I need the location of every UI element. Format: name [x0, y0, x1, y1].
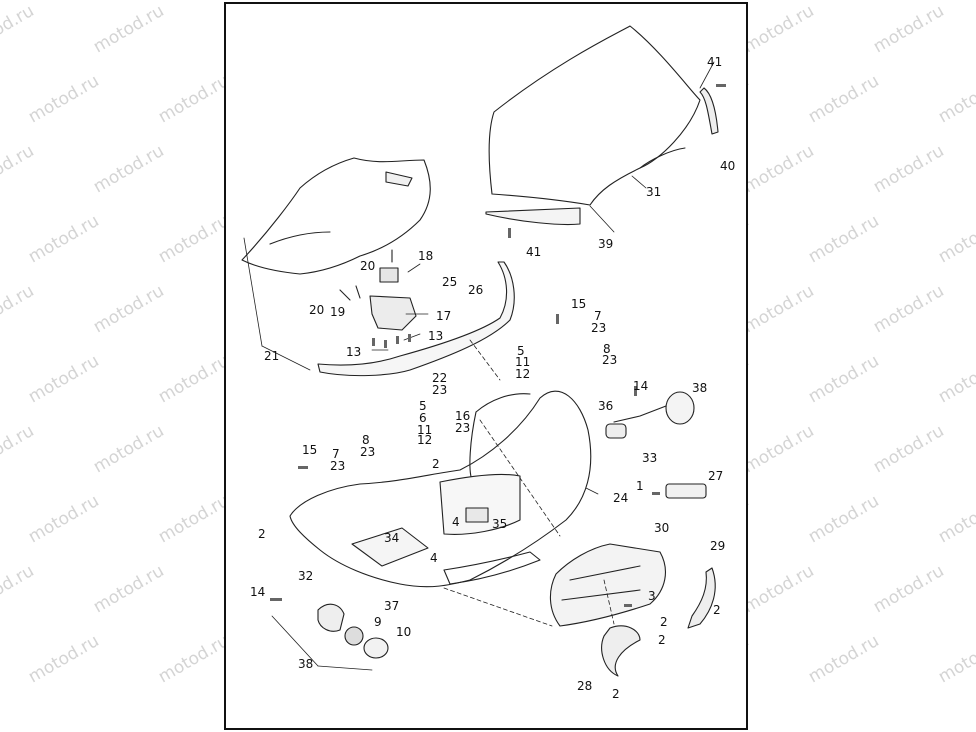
- part-number-callout: 12: [417, 433, 433, 447]
- part-number-callout: 16: [455, 409, 471, 423]
- part-number-callout: 38: [692, 381, 708, 395]
- part-number-callout: 2: [432, 457, 440, 471]
- part-number-callout: 26: [468, 283, 484, 297]
- part-number-callout: 30: [654, 521, 670, 535]
- part-number-callout: 4: [452, 515, 460, 529]
- part-number-callout: 13: [346, 345, 362, 359]
- part-number-callout: 33: [642, 451, 658, 465]
- part-number-callout: 2: [658, 633, 666, 647]
- windshield-part: [488, 25, 701, 206]
- part-number-callout: 9: [374, 615, 382, 629]
- part-number-callout: 2: [258, 527, 266, 541]
- part-number-callout: 14: [250, 585, 266, 599]
- side-bracket-29: [687, 567, 716, 629]
- part-number-callout: 35: [492, 517, 508, 531]
- side-bracket-28: [601, 625, 641, 677]
- part-number-callout: 17: [436, 309, 452, 323]
- part-number-callout: 8: [603, 342, 611, 356]
- upper-fairing-part: [241, 157, 431, 275]
- part-number-callout: 20: [360, 259, 376, 273]
- turn-signal-38-left: [317, 603, 345, 632]
- part-number-callout: 12: [515, 367, 531, 381]
- part-number-callout: 31: [646, 185, 662, 199]
- part-number-callout: 11: [515, 355, 531, 369]
- part-number-callout: 41: [526, 245, 542, 259]
- part-number-callout: 7: [332, 447, 340, 461]
- part-number-callout: 25: [442, 275, 458, 289]
- mount-bracket-part: [369, 295, 417, 331]
- part-number-callout: 37: [384, 599, 400, 613]
- part-number-callout: 5: [517, 344, 525, 358]
- part-number-callout: 1: [636, 479, 644, 493]
- lower-fairing-part: [289, 390, 592, 588]
- part-number-callout: 21: [264, 349, 280, 363]
- part-number-callout: 6: [419, 411, 427, 425]
- diagram-frame: [224, 2, 748, 730]
- part-number-callout: 41: [707, 55, 723, 69]
- part-number-callout: 4: [430, 551, 438, 565]
- headlamp-panel-part: [549, 543, 666, 627]
- windshield-trim-strip: [485, 207, 581, 226]
- part-number-callout: 20: [309, 303, 325, 317]
- part-number-callout: 14: [633, 379, 649, 393]
- part-number-callout: 39: [598, 237, 614, 251]
- turn-signal-38-right: [665, 391, 695, 425]
- part-number-callout: 23: [591, 321, 607, 335]
- part-number-callout: 15: [571, 297, 587, 311]
- part-number-callout: 24: [613, 491, 629, 505]
- part-number-callout: 23: [330, 459, 346, 473]
- part-number-callout: 2: [713, 603, 721, 617]
- part-number-callout: 23: [432, 383, 448, 397]
- inner-trim-part: [317, 261, 515, 377]
- part-number-callout: 2: [660, 615, 668, 629]
- part-number-callout: 23: [360, 445, 376, 459]
- part-number-callout: 11: [417, 423, 433, 437]
- part-number-callout: 36: [598, 399, 614, 413]
- part-number-callout: 29: [710, 539, 726, 553]
- part-number-callout: 13: [428, 329, 444, 343]
- part-number-callout: 34: [384, 531, 400, 545]
- part-number-callout: 18: [418, 249, 434, 263]
- part-number-callout: 23: [455, 421, 471, 435]
- part-number-callout: 8: [362, 433, 370, 447]
- part-number-callout: 3: [648, 589, 656, 603]
- part-number-callout: 15: [302, 443, 318, 457]
- part-number-callout: 10: [396, 625, 412, 639]
- plate-34: [351, 527, 429, 567]
- side-trim-part: [699, 87, 719, 135]
- part-number-callout: 28: [577, 679, 593, 693]
- part-number-callout: 7: [594, 309, 602, 323]
- part-number-callout: 5: [419, 399, 427, 413]
- part-number-callout: 19: [330, 305, 346, 319]
- part-number-callout: 2: [612, 687, 620, 701]
- part-number-callout: 32: [298, 569, 314, 583]
- part-number-callout: 27: [708, 469, 724, 483]
- part-number-callout: 23: [602, 353, 618, 367]
- part-number-callout: 38: [298, 657, 314, 671]
- part-number-callout: 40: [720, 159, 736, 173]
- part-number-callout: 22: [432, 371, 448, 385]
